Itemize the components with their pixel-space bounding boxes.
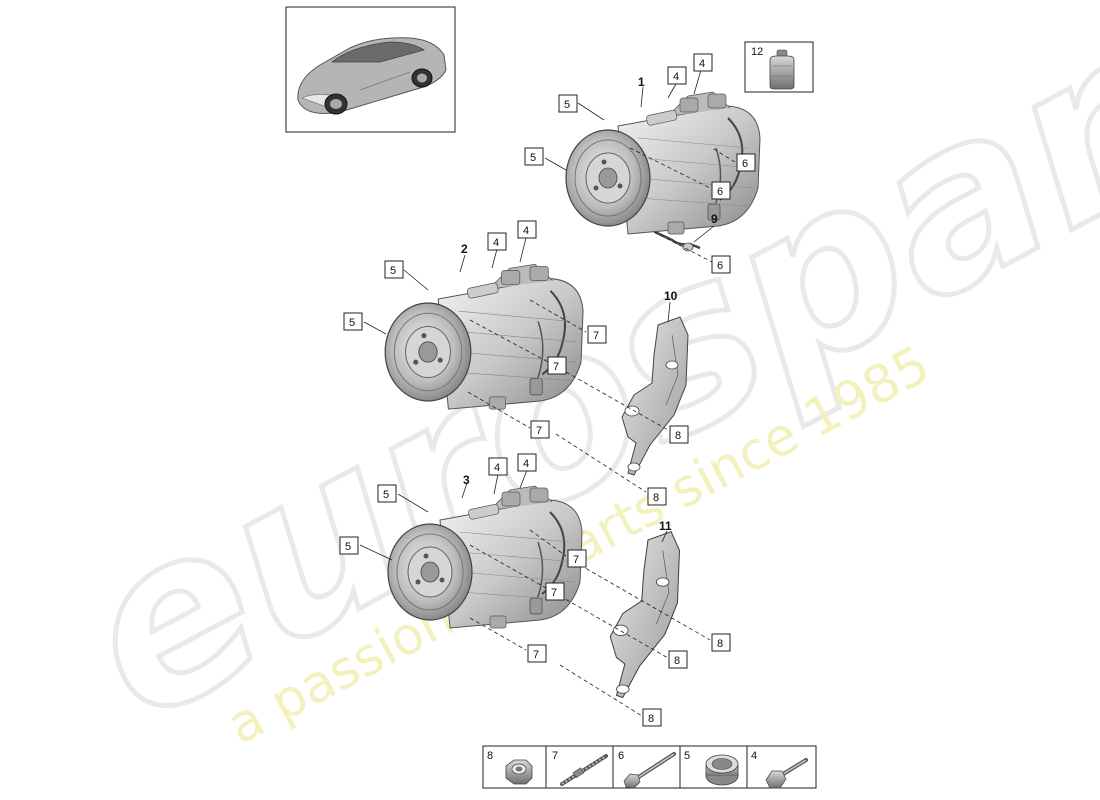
car-icon (297, 37, 447, 115)
legend-cell-5[interactable]: 5 (684, 750, 739, 786)
svg-text:5: 5 (530, 152, 536, 164)
callout-box[interactable]: 4 (487, 232, 507, 251)
svg-text:8: 8 (675, 430, 681, 442)
svg-text:4: 4 (493, 237, 499, 249)
svg-text:8: 8 (653, 492, 659, 504)
callout-box[interactable]: 5 (343, 312, 363, 331)
svg-text:7: 7 (536, 425, 542, 437)
legend-cell-4[interactable]: 4 (751, 750, 808, 789)
svg-text:6: 6 (717, 260, 723, 272)
svg-text:4: 4 (523, 458, 529, 470)
callout-box[interactable]: 8 (647, 487, 667, 506)
compressor-2-label: 2 (461, 242, 468, 256)
pipe-part-9[interactable] (654, 230, 701, 252)
svg-text:8: 8 (648, 713, 654, 725)
svg-text:4: 4 (494, 462, 500, 474)
legend-cell-8[interactable]: 8 (487, 750, 533, 785)
svg-text:5: 5 (345, 541, 351, 553)
compressor-2[interactable] (384, 263, 585, 411)
oil-box[interactable]: 12 (744, 41, 814, 93)
legend-cell-6[interactable]: 6 (618, 750, 676, 789)
svg-text:8: 8 (674, 655, 680, 667)
bracket-10-label: 10 (664, 289, 678, 303)
svg-text:7: 7 (573, 554, 579, 566)
nut-icon (505, 759, 533, 785)
callout-box[interactable]: 8 (668, 650, 688, 669)
watermark-brand: eurospares (40, 0, 1100, 774)
legend-number: 4 (751, 750, 757, 762)
hex-bolt-icon (765, 758, 808, 789)
callout-box[interactable]: 7 (547, 356, 567, 375)
callout-box[interactable]: 6 (711, 255, 731, 274)
compressor-1-label: 1 (638, 75, 645, 89)
callout-box[interactable]: 4 (488, 457, 508, 476)
oil-box-number: 12 (751, 46, 763, 58)
callout-box[interactable]: 4 (693, 53, 713, 72)
oil-bottle-icon (769, 49, 795, 90)
legend-number: 5 (684, 750, 690, 762)
callout-box[interactable]: 8 (642, 708, 662, 727)
svg-text:4: 4 (523, 225, 529, 237)
svg-text:5: 5 (564, 99, 570, 111)
callout-box[interactable]: 5 (524, 147, 544, 166)
svg-text:6: 6 (717, 186, 723, 198)
callout-box[interactable]: 8 (711, 633, 731, 652)
svg-text:6: 6 (742, 158, 748, 170)
callout-box[interactable]: 5 (384, 260, 404, 279)
compressor-1[interactable] (565, 91, 761, 235)
fastener-legend: 8 7 6 5 (482, 745, 817, 789)
callout-box[interactable]: 5 (377, 484, 397, 503)
callout-box[interactable]: 7 (530, 420, 550, 439)
vehicle-thumbnail[interactable] (285, 6, 456, 133)
svg-text:5: 5 (349, 317, 355, 329)
svg-text:7: 7 (593, 330, 599, 342)
legend-number: 6 (618, 750, 624, 762)
ac-compressor-icon (384, 263, 585, 411)
svg-text:5: 5 (390, 265, 396, 277)
svg-text:4: 4 (699, 58, 705, 70)
callout-box[interactable]: 5 (558, 94, 578, 113)
callout-box[interactable]: 7 (567, 549, 587, 568)
callout-box[interactable]: 5 (339, 536, 359, 555)
compressor-3-label: 3 (463, 473, 470, 487)
callout-box[interactable]: 6 (711, 181, 731, 200)
callout-box[interactable]: 6 (736, 153, 756, 172)
sleeve-icon (705, 754, 739, 786)
callout-box[interactable]: 4 (667, 66, 687, 85)
callout-box[interactable]: 8 (669, 425, 689, 444)
callout-box[interactable]: 7 (545, 582, 565, 601)
watermark: eurospares a passion for parts since 198… (38, 0, 1100, 776)
callout-box[interactable]: 4 (517, 220, 537, 239)
long-bolt-icon (623, 752, 676, 789)
svg-text:8: 8 (717, 638, 723, 650)
stud-bolt-icon (560, 754, 608, 786)
legend-cell-7[interactable]: 7 (552, 750, 608, 786)
svg-text:5: 5 (383, 489, 389, 501)
svg-text:4: 4 (673, 71, 679, 83)
legend-number: 7 (552, 750, 558, 762)
callout-box[interactable]: 7 (527, 644, 547, 663)
pipe-label: 9 (711, 212, 718, 226)
bracket-11-label: 11 (659, 519, 672, 533)
callouts: 4 4 5 5 6 6 6 4 4 5 5 7 7 7 8 8 4 4 5 5 … (339, 53, 756, 727)
ac-compressor-icon (565, 91, 761, 235)
legend-number: 8 (487, 750, 493, 762)
callout-box[interactable]: 7 (587, 325, 607, 344)
svg-text:7: 7 (551, 587, 557, 599)
svg-text:7: 7 (533, 649, 539, 661)
svg-text:7: 7 (553, 361, 559, 373)
callout-box[interactable]: 4 (517, 453, 537, 472)
part-labels: 1 2 3 9 10 11 (461, 75, 718, 533)
leader-lines (359, 69, 736, 717)
